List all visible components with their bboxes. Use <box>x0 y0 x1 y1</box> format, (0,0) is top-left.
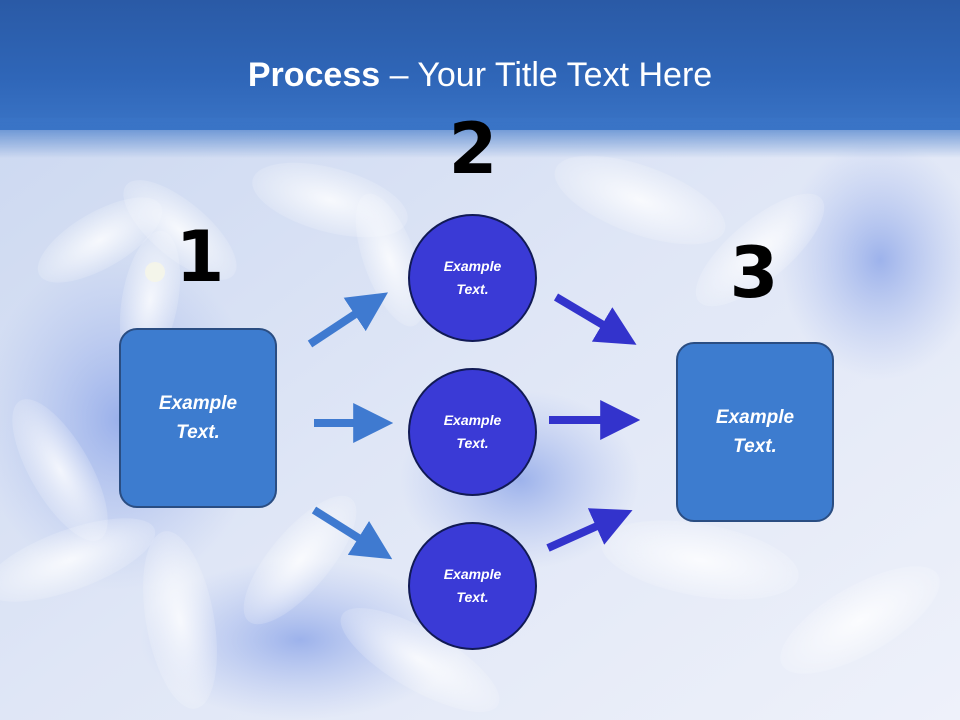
step-number-2: 2 <box>448 108 498 190</box>
title-rest-part: – Your Title Text Here <box>380 56 713 94</box>
step-1-box[interactable]: Example Text. <box>119 328 277 508</box>
step-number-1: 1 <box>175 216 225 298</box>
arrow-to-bottom-circle <box>311 506 393 560</box>
slide-title: Process – Your Title Text Here <box>0 52 960 98</box>
title-bar-fade <box>0 118 960 158</box>
step-2-circle-top[interactable]: Example Text. <box>408 214 537 342</box>
step-3-text: Example Text. <box>715 407 795 457</box>
arrow-top-to-step-3 <box>553 293 637 345</box>
step-3-box[interactable]: Example Text. <box>676 342 834 522</box>
step-1-text: Example Text. <box>158 393 238 443</box>
circle-top-text: Example Text. <box>443 258 502 297</box>
step-2-circle-bottom[interactable]: Example Text. <box>408 522 537 650</box>
arrow-to-top-circle <box>307 292 389 348</box>
title-bar <box>0 0 960 130</box>
circle-middle-text: Example Text. <box>443 412 502 451</box>
circle-bottom-text: Example Text. <box>443 566 502 605</box>
step-2-circle-middle[interactable]: Example Text. <box>408 368 537 496</box>
step-number-3: 3 <box>729 232 779 314</box>
arrow-bottom-to-step-3 <box>546 508 633 552</box>
title-bold-part: Process <box>247 56 381 94</box>
